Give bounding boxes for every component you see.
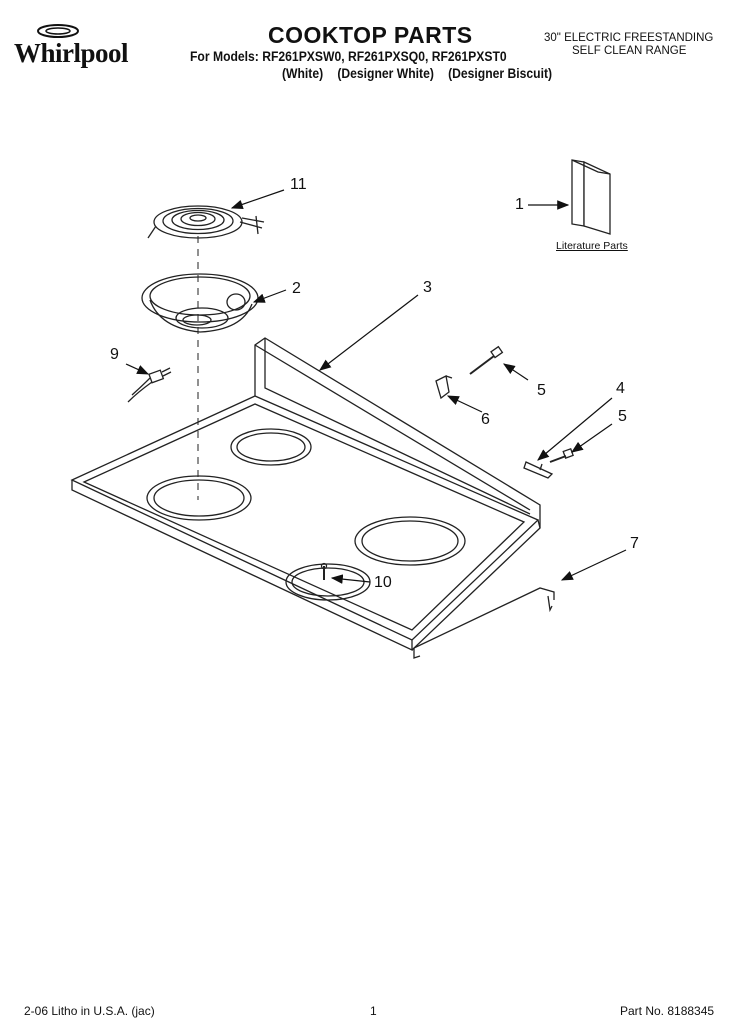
surface-element-coil: [147, 205, 265, 239]
brand-name: Whirlpool: [14, 38, 129, 68]
product-type-line2: SELF CLEAN RANGE: [572, 45, 687, 57]
footer-litho: 2-06 Litho in U.S.A. (jac): [24, 1004, 155, 1018]
model-list: For Models: RF261PXSW0, RF261PXSQ0, RF26…: [190, 49, 507, 64]
footer-part-number: Part No. 8188345: [620, 1004, 715, 1018]
mounting-screw-lower: [549, 447, 574, 463]
page-title: COOKTOP PARTS: [268, 22, 473, 48]
logo-swoosh-icon: [37, 24, 79, 38]
front-trim-strip: [413, 587, 555, 659]
color-designer-biscuit: (Designer Biscuit): [448, 66, 553, 81]
drip-bowl: [141, 273, 259, 333]
callout-3: 3: [423, 279, 432, 296]
callout-7: 7: [630, 535, 639, 552]
bracket-clip: [435, 375, 453, 400]
mounting-screw-upper: [469, 345, 504, 375]
cooktop-panel: [70, 337, 541, 652]
hinge-bracket: [523, 461, 554, 479]
callout-11: 11: [290, 176, 307, 193]
callout-4: 4: [616, 380, 625, 397]
color-designer-white: (Designer White): [337, 66, 434, 81]
product-type-line1: 30" ELECTRIC FREESTANDING: [544, 32, 714, 44]
model-colors: (White) (Designer White) (Designer Biscu…: [282, 66, 563, 81]
callout-5-upper: 5: [537, 382, 546, 399]
literature-parts-label: Literature Parts: [556, 240, 628, 252]
callout-1: 1: [515, 196, 524, 213]
callout-2: 2: [292, 280, 301, 297]
literature-booklet: [571, 159, 611, 235]
callout-6: 6: [481, 411, 490, 428]
whirlpool-logo: Whirlpool: [14, 22, 146, 70]
terminal-block-wire: [127, 367, 172, 403]
callout-5-lower: 5: [618, 408, 627, 425]
callout-9: 9: [110, 346, 119, 363]
footer-page-number: 1: [370, 1004, 377, 1018]
callout-10: 10: [374, 574, 392, 591]
color-white: (White): [282, 66, 324, 81]
